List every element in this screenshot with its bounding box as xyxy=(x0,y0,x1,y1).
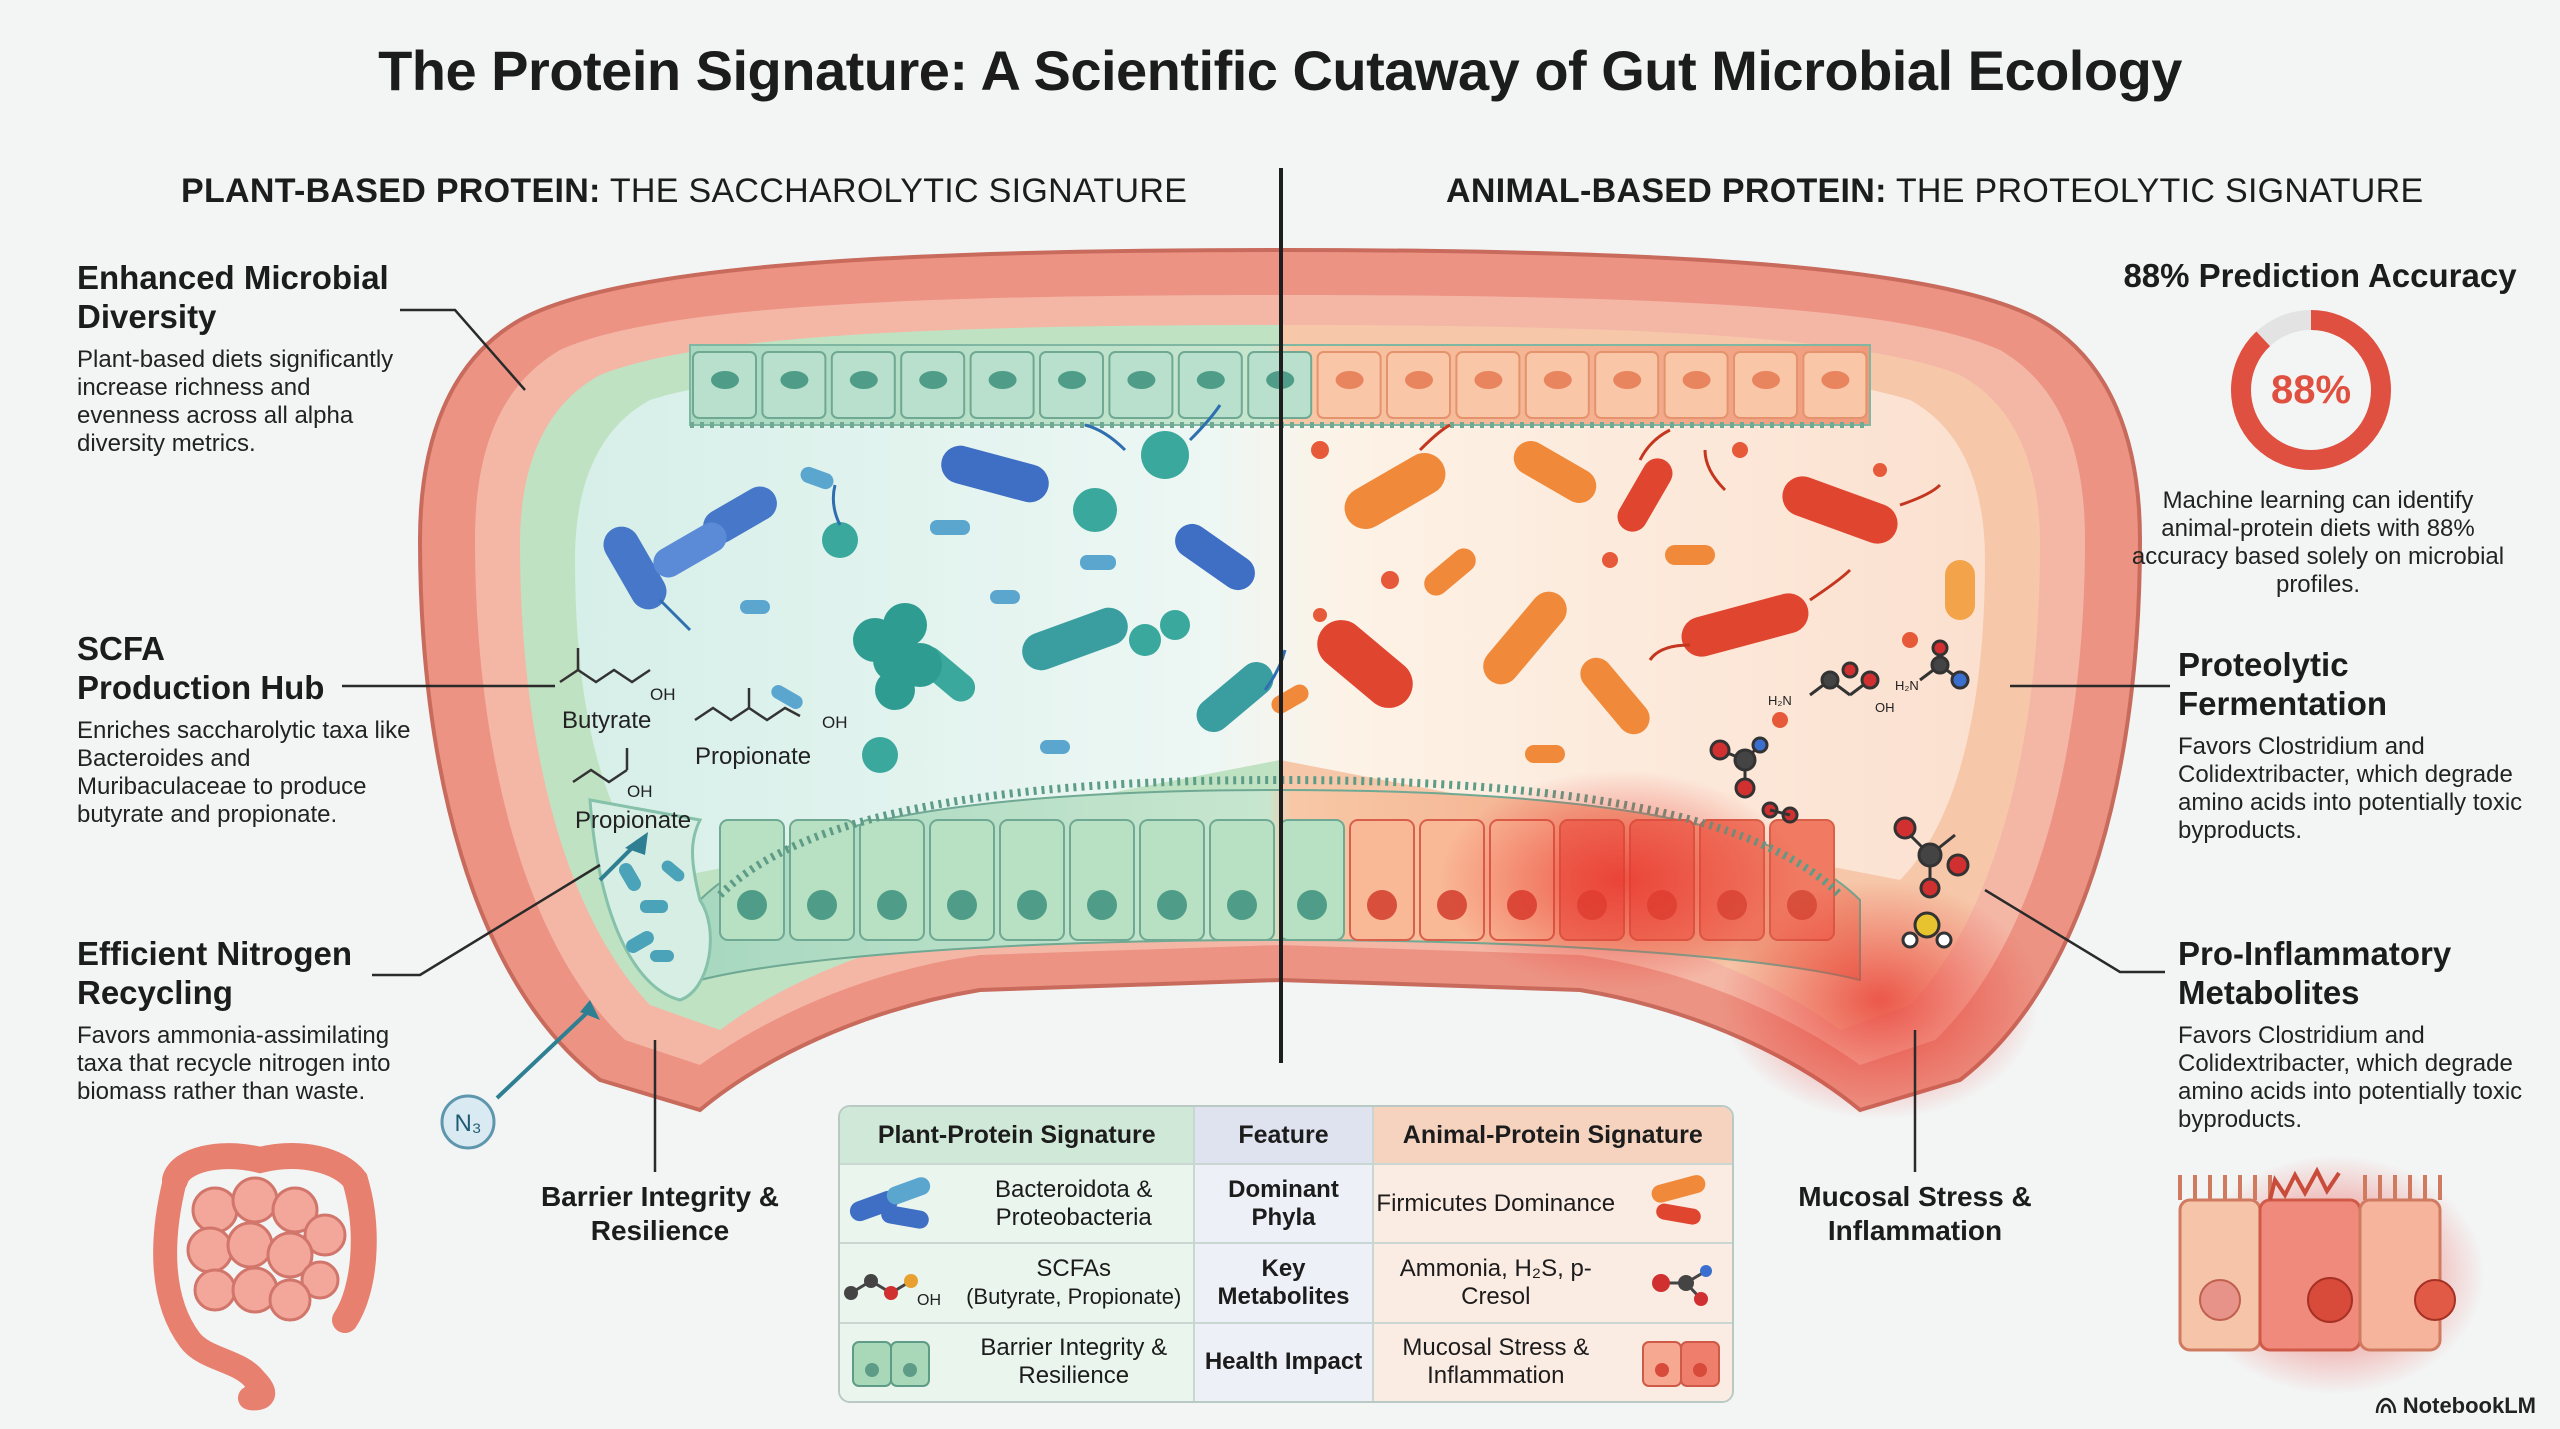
animal-header: ANIMAL-BASED PROTEIN: THE PROTEOLYTIC SI… xyxy=(1446,172,2424,210)
svg-text:OH: OH xyxy=(650,685,676,704)
scfa-labels: Butyrate Propionate Propionate OH OH OH xyxy=(562,685,848,834)
table-row: Barrier Integrity & Resilience Health Im… xyxy=(840,1321,1732,1401)
annotation-barrier: Barrier Integrity & Resilience xyxy=(540,1181,780,1246)
annotation-proteolytic: Proteolytic Fermentation Favors Clostrid… xyxy=(2178,646,2523,844)
notebooklm-logo-icon xyxy=(2375,1397,2397,1414)
scfa-molecules xyxy=(559,648,801,784)
svg-text:N₃: N₃ xyxy=(454,1110,481,1137)
svg-text:OH: OH xyxy=(822,713,848,732)
bacteria-blue-icon xyxy=(849,1176,931,1229)
table-row: Bacteroidota & Proteobacteria Dominant P… xyxy=(840,1162,1732,1244)
page-title: The Protein Signature: A Scientific Cuta… xyxy=(378,39,2182,102)
plant-phyla: Bacteroidota & Proteobacteria xyxy=(995,1175,1153,1231)
animal-bacteria xyxy=(1271,423,1975,763)
svg-text:Butyrate: Butyrate xyxy=(562,707,651,734)
feature-metabolites: Key Metabolites xyxy=(1193,1242,1374,1323)
molecule-atom-labels: H₂N OH H₂N xyxy=(1768,678,1919,715)
bacteria-orange-icon xyxy=(1651,1174,1706,1225)
th-feature: Feature xyxy=(1193,1107,1374,1164)
healthy-cells-icon xyxy=(852,1341,930,1388)
svg-text:OH: OH xyxy=(1875,700,1895,715)
table-row: OH SCFAs(Butyrate, Propionate) Key Metab… xyxy=(840,1242,1732,1323)
animal-health: Mucosal Stress & Inflammation xyxy=(1402,1334,1590,1390)
notebooklm-brand: NotebookLM xyxy=(2375,1393,2536,1419)
plant-metabolites: SCFAs(Butyrate, Propionate) xyxy=(966,1255,1182,1310)
annotation-diversity: Enhanced Microbial Diversity Plant-based… xyxy=(77,259,394,457)
toxic-molecule-icon xyxy=(1652,1265,1712,1307)
svg-text:H₂N: H₂N xyxy=(1768,693,1792,708)
scfa-molecule-icon: OH xyxy=(844,1274,941,1309)
animal-metabolites: Ammonia, H₂S, p-Cresol xyxy=(1399,1255,1592,1311)
inflamed-cells-icon xyxy=(2178,1155,2485,1395)
th-plant: Plant-Protein Signature xyxy=(840,1107,1195,1164)
n3-bubble: N₃ xyxy=(440,1094,496,1150)
annotation-nitrogen: Efficient Nitrogen Recycling Favors ammo… xyxy=(77,935,391,1105)
feature-health: Health Impact xyxy=(1193,1321,1374,1401)
accuracy-gauge: 88% xyxy=(2231,310,2391,470)
accuracy-body: Machine learning can identify animal-pro… xyxy=(2131,487,2505,598)
inflamed-cells-small-icon xyxy=(1642,1341,1720,1388)
svg-text:OH: OH xyxy=(627,782,653,801)
animal-phyla: Firmicutes Dominance xyxy=(1376,1189,1616,1217)
annotation-inflammatory: Pro-Inflammatory Metabolites Favors Clos… xyxy=(2178,935,2523,1133)
pocket-bacteria xyxy=(619,860,685,962)
svg-text:OH: OH xyxy=(917,1292,941,1309)
feature-phyla: Dominant Phyla xyxy=(1193,1162,1374,1244)
bottom-epithelium xyxy=(699,770,2040,1120)
svg-text:H₂N: H₂N xyxy=(1895,678,1919,693)
annotation-scfa: SCFA Production Hub Enriches saccharolyt… xyxy=(77,630,411,828)
annotation-mucosal: Mucosal Stress & Inflammation xyxy=(1798,1181,2032,1246)
proteolytic-molecules xyxy=(1709,639,1970,949)
th-animal: Animal-Protein Signature xyxy=(1372,1107,1732,1164)
plant-bacteria xyxy=(603,404,1287,773)
plant-header: PLANT-BASED PROTEIN: THE SACCHAROLYTIC S… xyxy=(181,172,1188,210)
intestine-icon xyxy=(153,1143,377,1411)
center-divider xyxy=(1279,168,1283,1063)
svg-text:Propionate: Propionate xyxy=(695,743,811,770)
svg-text:Propionate: Propionate xyxy=(575,807,691,834)
accuracy-heading: 88% Prediction Accuracy xyxy=(2123,257,2517,294)
nitrogen-arrow xyxy=(495,832,648,1100)
gauge-label: 88% xyxy=(2271,368,2351,412)
plant-health: Barrier Integrity & Resilience xyxy=(980,1334,1168,1390)
leader-lines xyxy=(342,308,2170,1172)
comparison-table: Plant-Protein Signature Feature Animal-P… xyxy=(838,1105,1734,1403)
